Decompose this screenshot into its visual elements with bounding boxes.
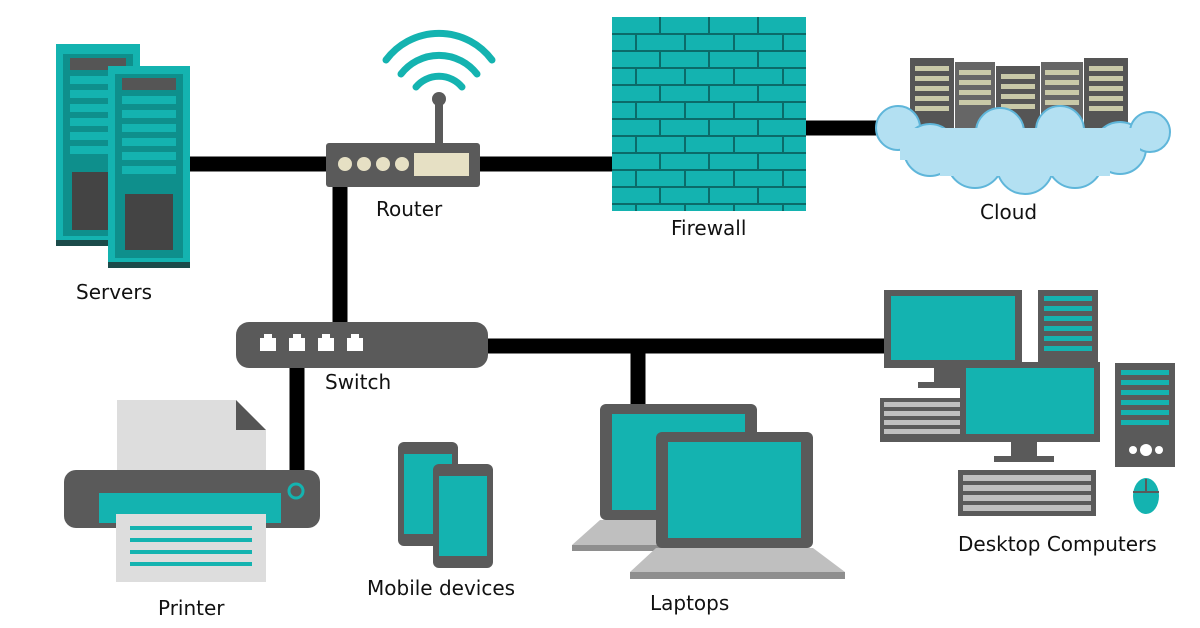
label-router: Router <box>376 197 443 221</box>
label-laptops: Laptops <box>650 591 730 615</box>
laptop-icon <box>572 404 845 579</box>
router-icon <box>326 92 480 187</box>
label-switch: Switch <box>325 370 392 394</box>
label-cloud: Cloud <box>980 200 1038 224</box>
firewall-icon <box>612 17 806 211</box>
cables <box>190 120 890 475</box>
label-printer: Printer <box>158 596 225 620</box>
desktop-icon <box>880 290 1175 516</box>
mobile-icon <box>398 442 493 568</box>
server-rack-icon <box>56 44 190 268</box>
printer-icon <box>64 400 320 582</box>
wifi-icon <box>382 29 496 91</box>
label-servers: Servers <box>76 280 153 304</box>
keyboard-icon <box>880 398 975 442</box>
label-mobile-devices: Mobile devices <box>367 576 516 600</box>
mouse-icon <box>1133 478 1159 514</box>
cloud-icon <box>875 58 1171 195</box>
label-desktop-computers: Desktop Computers <box>958 532 1157 556</box>
label-firewall: Firewall <box>671 216 747 240</box>
switch-icon <box>236 322 488 368</box>
